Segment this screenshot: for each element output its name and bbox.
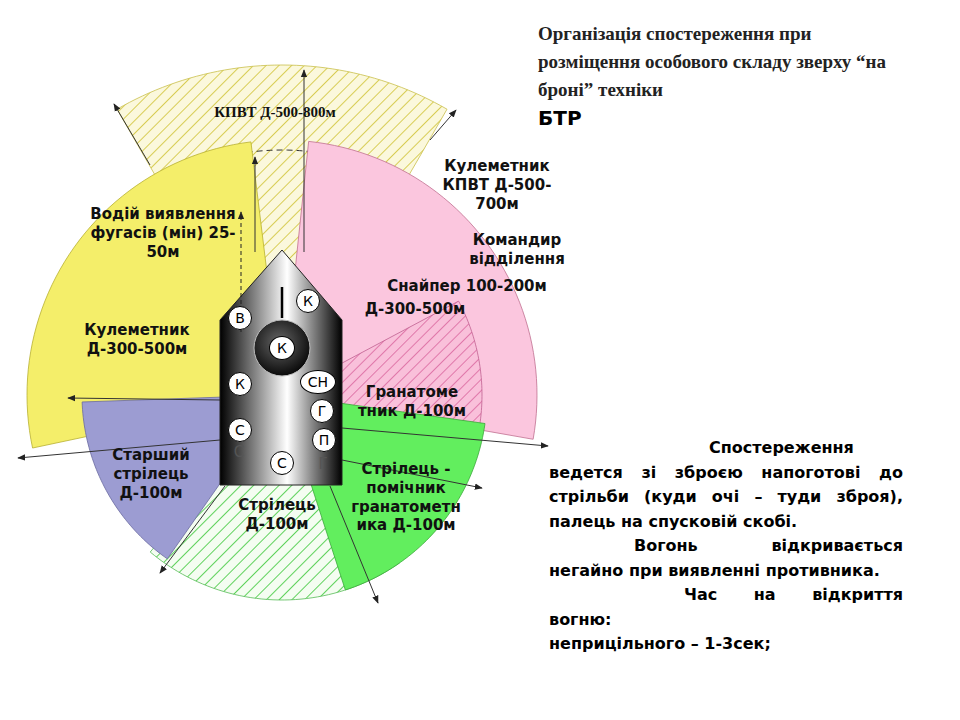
circle-letter: С <box>235 423 245 437</box>
position-circle: П <box>312 428 336 452</box>
sector-label: Старший стрілець Д-100м <box>94 446 208 502</box>
sector-label: КПВТ Д-500-800м <box>190 103 360 122</box>
circle-letter: С <box>277 456 287 470</box>
position-circle: В <box>228 306 252 330</box>
note-paragraph: Час на відкриття вогню: <box>549 583 903 632</box>
sector-label: Стрілець Д-100м <box>220 496 334 534</box>
sector-label: Снайпер 100-200м <box>362 277 572 296</box>
position-circle: Г <box>310 399 334 423</box>
sector-shape <box>82 395 282 559</box>
sector-label: Кулеметник Д-300-500м <box>66 321 208 359</box>
sector-region: Старший стрілець Д-100м <box>80 393 284 561</box>
position-circle: К <box>228 372 252 396</box>
note-paragraph: Вогонь відкривається негайно при виявлен… <box>549 534 903 583</box>
sector-arrows <box>18 70 548 603</box>
note-paragraph: неприцільного – 1-3сек; <box>549 632 903 657</box>
position-letter: С <box>230 443 248 462</box>
vehicle-body <box>220 250 342 485</box>
note-block: Спостереження ведется зі зброєю напогото… <box>549 436 903 657</box>
turret <box>254 320 310 376</box>
circle-letter: П <box>319 433 330 447</box>
circle-letter: К <box>235 377 245 391</box>
sector-region: Стрілець - помічник гранатометн ика Д-10… <box>280 393 488 592</box>
circle-letter: К <box>303 294 313 308</box>
vehicle-name: БТР <box>538 106 658 131</box>
circle-letter: К <box>277 341 287 355</box>
position-circle: СН <box>300 370 336 394</box>
sector-shape <box>282 395 485 590</box>
position-letter: Г <box>314 455 332 474</box>
sector-label: Гранатоме тник Д-100м <box>352 383 472 421</box>
driver-view-arrow <box>241 212 242 332</box>
sector-label: Командир відділення <box>452 231 582 269</box>
position-circle: К <box>296 289 320 313</box>
position-circle: К <box>269 336 295 360</box>
sector-caption: Кулеметник КПВТ Д-500-700м <box>425 157 569 213</box>
note-paragraph: Спостереження ведется зі зброєю напогото… <box>549 436 903 534</box>
circle-letter: СН <box>308 375 328 389</box>
diagram-title: Організація спостереження при розміщення… <box>538 20 908 104</box>
circle-letter: В <box>235 311 245 325</box>
sector-shape <box>282 301 482 430</box>
sector-label: Стрілець - помічник гранатометн ика Д-10… <box>338 460 474 535</box>
position-circle: С <box>228 418 252 442</box>
sector-label: Водій виявлення фугасів (мін) 25-50м <box>86 205 240 261</box>
circle-letter: Г <box>318 404 327 418</box>
sector-label: Д-300-500м <box>350 300 480 319</box>
position-circle: С <box>270 451 294 475</box>
gun-barrel <box>281 287 284 318</box>
